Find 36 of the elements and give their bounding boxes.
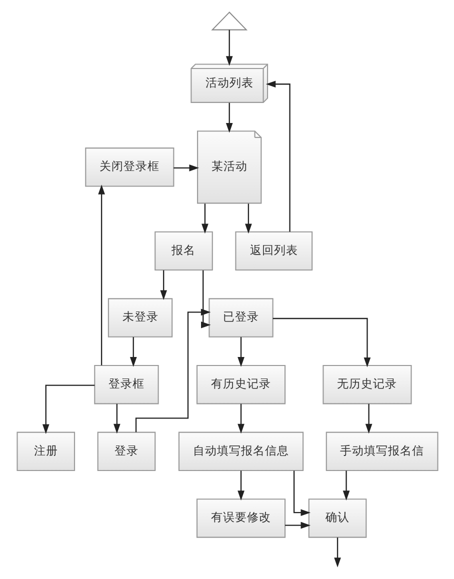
node-box: 有历史记录 bbox=[196, 364, 286, 404]
arrow bbox=[284, 522, 310, 529]
arrow bbox=[201, 204, 208, 234]
node-box: 报名 bbox=[154, 231, 212, 271]
node-box: 登录框 bbox=[94, 364, 158, 404]
node-person bbox=[210, 12, 248, 30]
arrow bbox=[292, 470, 310, 516]
arrow bbox=[272, 318, 370, 368]
node-box: 注册 bbox=[16, 432, 75, 471]
arrow bbox=[160, 270, 167, 300]
arrow bbox=[244, 204, 252, 234]
arrow bbox=[113, 404, 120, 434]
arrow bbox=[42, 384, 94, 434]
node-box: 确认 bbox=[308, 498, 366, 538]
node-box: 登录 bbox=[96, 432, 156, 471]
arrow bbox=[342, 470, 350, 500]
arrow bbox=[129, 337, 136, 367]
arrow bbox=[237, 404, 244, 434]
node-box: 关闭登录框 bbox=[84, 148, 174, 187]
arrow bbox=[200, 270, 210, 328]
node-box: 自动填写报名信息 bbox=[178, 432, 304, 471]
arrow bbox=[173, 164, 198, 172]
node-box: 手动填写报名信 bbox=[325, 432, 438, 471]
arrow bbox=[134, 308, 210, 432]
node-box: 未登录 bbox=[107, 298, 172, 338]
node-box: 返回列表 bbox=[234, 231, 312, 271]
arrow bbox=[265, 80, 290, 232]
node-box: 有误要修改 bbox=[196, 498, 286, 538]
arrow bbox=[225, 30, 232, 66]
arrow bbox=[98, 184, 104, 366]
node-box: 已登录 bbox=[208, 298, 273, 338]
node-box: 无历史记录 bbox=[322, 364, 412, 404]
arrow bbox=[237, 337, 244, 367]
arrow bbox=[237, 470, 244, 500]
arrow bbox=[364, 404, 372, 434]
arrow bbox=[225, 102, 232, 133]
